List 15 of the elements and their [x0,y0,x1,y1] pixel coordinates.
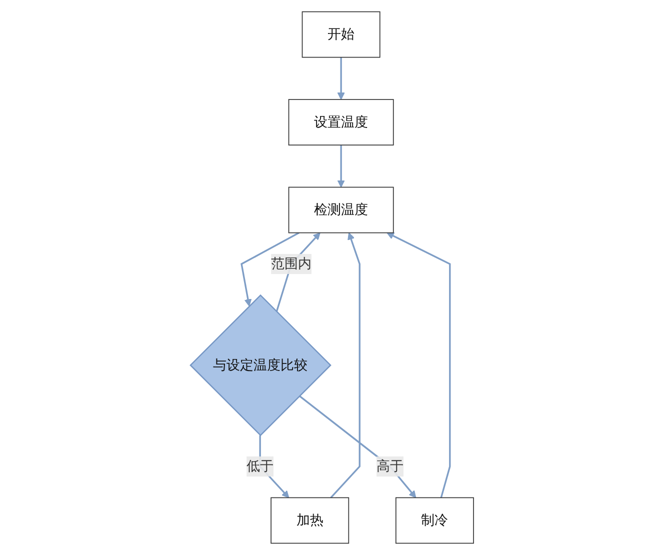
edge-label: 低于 [246,458,274,474]
arrow [337,145,345,188]
node-box: 制冷 [395,497,474,544]
edge-label: 高于 [376,458,404,474]
node-box: 开始 [302,11,380,58]
arrow [330,232,360,498]
arrow [240,232,300,306]
arrow [337,57,345,100]
node-box: 检测温度 [288,186,394,234]
node-diamond: 与设定温度比较 [190,294,332,436]
node-box: 设置温度 [288,99,394,146]
node-box: 加热 [270,497,350,544]
arrow [386,232,451,498]
edge-label: 范围内 [271,256,312,272]
arrow [298,395,416,498]
